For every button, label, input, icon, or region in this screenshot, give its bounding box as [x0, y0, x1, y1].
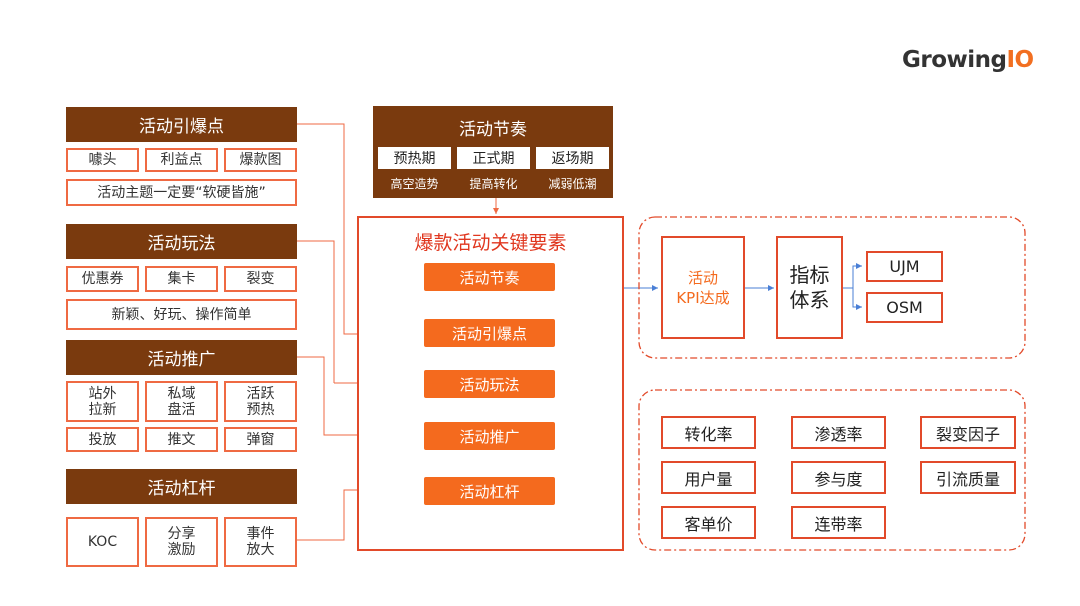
- metrics-dashed-group: [638, 389, 1026, 551]
- key-pill-gameplay: 活动玩法: [424, 370, 555, 398]
- leverage-item-event-line2: 放大: [246, 542, 275, 558]
- metric-system-box: 指标 体系: [776, 236, 843, 339]
- metric-attach-rate: 连带率: [791, 506, 886, 539]
- leverage-item-event-line1: 事件: [246, 526, 275, 542]
- gameplay-header: 活动玩法: [66, 224, 297, 259]
- rhythm-title: 活动节奏: [459, 119, 527, 140]
- key-pill-rhythm: 活动节奏: [424, 263, 555, 291]
- rhythm-sub-convert: 提高转化: [469, 176, 518, 191]
- metric-avg-order-value: 客单价: [661, 506, 756, 539]
- key-elements-title: 爆款活动关键要素: [414, 231, 567, 254]
- gameplay-item-fission: 裂变: [224, 266, 297, 292]
- rhythm-phase-warmup: 预热期: [378, 147, 451, 169]
- leverage-item-share-line1: 分享: [167, 526, 196, 542]
- rhythm-sub-decline: 减弱低潮: [548, 176, 597, 191]
- key-pill-promotion: 活动推广: [424, 422, 555, 450]
- gameplay-item-card-collect: 集卡: [145, 266, 218, 292]
- metric-user-volume: 用户量: [661, 461, 756, 494]
- ignition-item-hero-image: 爆款图: [224, 148, 297, 172]
- key-pill-ignition: 活动引爆点: [424, 319, 555, 347]
- ujm-box: UJM: [866, 251, 943, 282]
- promotion-item-warmup-line1: 活跃: [246, 385, 275, 402]
- gameplay-note: 新颖、好玩、操作简单: [66, 299, 297, 330]
- metric-fission-factor: 裂变因子: [920, 416, 1016, 449]
- promotion-item-acquire-line1: 站外: [88, 385, 117, 402]
- promotion-header: 活动推广: [66, 340, 297, 375]
- leverage-item-koc: KOC: [66, 517, 139, 567]
- key-pill-leverage: 活动杠杆: [424, 477, 555, 505]
- promotion-item-private-domain: 私域 盘活: [145, 381, 218, 422]
- metric-participation: 参与度: [791, 461, 886, 494]
- osm-box: OSM: [866, 292, 943, 323]
- logo-suffix-text: IO: [1006, 47, 1035, 73]
- metric-conversion-rate: 转化率: [661, 416, 756, 449]
- kpi-achievement-line2: KPI达成: [676, 288, 730, 307]
- metric-penetration-rate: 渗透率: [791, 416, 886, 449]
- gameplay-item-coupon: 优惠券: [66, 266, 139, 292]
- promotion-item-acquire: 站外 拉新: [66, 381, 139, 422]
- ignition-item-benefit: 利益点: [145, 148, 218, 172]
- promotion-item-private-domain-line1: 私域: [167, 385, 196, 402]
- leverage-item-koc-label: KOC: [87, 534, 118, 550]
- promotion-item-article: 推文: [145, 427, 218, 452]
- growingio-logo: GrowingIO: [902, 47, 1034, 73]
- metric-system-line1: 指标: [789, 262, 830, 287]
- rhythm-sub-buzz: 高空造势: [390, 176, 439, 191]
- leverage-item-event-amplify: 事件 放大: [224, 517, 297, 567]
- kpi-achievement-line1: 活动: [687, 268, 718, 287]
- leverage-item-share-line2: 激励: [167, 542, 196, 558]
- promotion-item-ads: 投放: [66, 427, 139, 452]
- ignition-header: 活动引爆点: [66, 107, 297, 142]
- metric-traffic-quality: 引流质量: [920, 461, 1016, 494]
- kpi-arrows: [624, 263, 862, 310]
- metric-system-line2: 体系: [789, 287, 830, 312]
- kpi-achievement-box: 活动 KPI达成: [661, 236, 745, 339]
- promotion-item-popup: 弹窗: [224, 427, 297, 452]
- promotion-item-acquire-line2: 拉新: [88, 401, 117, 418]
- kpi-dashed-group: [638, 216, 1026, 359]
- rhythm-phase-formal: 正式期: [457, 147, 530, 169]
- promotion-item-warmup-line2: 预热: [246, 401, 275, 418]
- ignition-item-gimmick: 噱头: [66, 148, 139, 172]
- ignition-theme: 活动主题一定要“软硬皆施”: [66, 179, 297, 206]
- leverage-header: 活动杠杆: [66, 469, 297, 504]
- promotion-item-private-domain-line2: 盘活: [167, 401, 196, 418]
- rhythm-phase-return: 返场期: [536, 147, 609, 169]
- logo-brand-text: Growing: [902, 47, 1007, 73]
- leverage-item-share-incentive: 分享 激励: [145, 517, 218, 567]
- promotion-item-warmup: 活跃 预热: [224, 381, 297, 422]
